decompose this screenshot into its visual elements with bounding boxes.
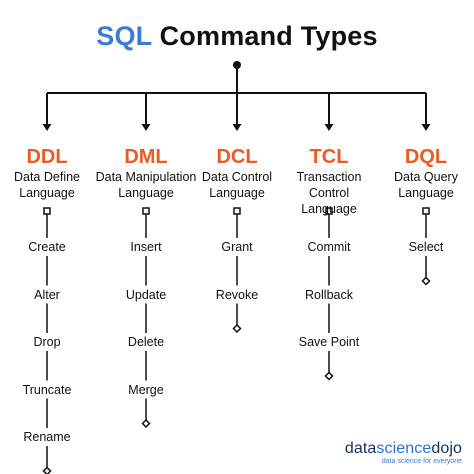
branch-arrowhead xyxy=(421,124,431,131)
branch-arrowhead xyxy=(324,124,334,131)
start-square xyxy=(142,207,150,215)
end-diamond xyxy=(141,418,151,429)
command-item: Select xyxy=(408,240,444,254)
end-diamond xyxy=(42,466,52,474)
command-item: Rename xyxy=(23,430,71,444)
end-diamond xyxy=(232,323,242,334)
category-code: DDL xyxy=(26,146,68,168)
command-item: Revoke xyxy=(215,287,259,302)
branch-arrowhead xyxy=(42,124,52,131)
category-code: DML xyxy=(124,146,168,168)
category-description: Data Define Language xyxy=(13,170,80,200)
title-accent: SQL xyxy=(96,21,152,51)
command-item: Rollback xyxy=(305,287,353,302)
end-diamond xyxy=(324,371,334,381)
command-item: Insert xyxy=(130,240,162,254)
brand-name: datasciencedojo xyxy=(344,440,462,457)
category-code: DQL xyxy=(404,146,448,168)
command-item: Merge xyxy=(128,382,164,397)
end-diamond xyxy=(421,276,431,286)
start-square xyxy=(43,207,51,215)
category-code: DCL xyxy=(216,146,258,168)
category-description: Data Query Language xyxy=(394,170,458,200)
command-item: Alter xyxy=(34,287,60,302)
command-item: Update xyxy=(125,287,167,302)
category-description: Data Control Language xyxy=(201,170,273,200)
brand-tagline: data science for everyone xyxy=(381,458,462,465)
start-square xyxy=(233,207,241,215)
branch-arrowhead xyxy=(232,124,242,131)
category-code: TCL xyxy=(309,146,349,168)
command-item: Save Point xyxy=(298,335,360,349)
command-item: Commit xyxy=(307,240,351,254)
command-item: Grant xyxy=(221,240,253,254)
page-title: SQL Command Types xyxy=(0,20,474,52)
command-item: Delete xyxy=(127,335,165,349)
command-item: Drop xyxy=(33,335,61,349)
title-rest: Command Types xyxy=(159,21,378,51)
category-description: Transaction Control Language xyxy=(296,170,362,216)
category-description: Data Manipulation Language xyxy=(95,170,197,200)
command-item: Truncate xyxy=(22,382,72,397)
brand-logo: datasciencedojo data science for everyon… xyxy=(322,440,462,466)
branch-arrowhead xyxy=(141,124,151,131)
command-item: Create xyxy=(28,240,66,254)
start-square xyxy=(422,207,430,215)
